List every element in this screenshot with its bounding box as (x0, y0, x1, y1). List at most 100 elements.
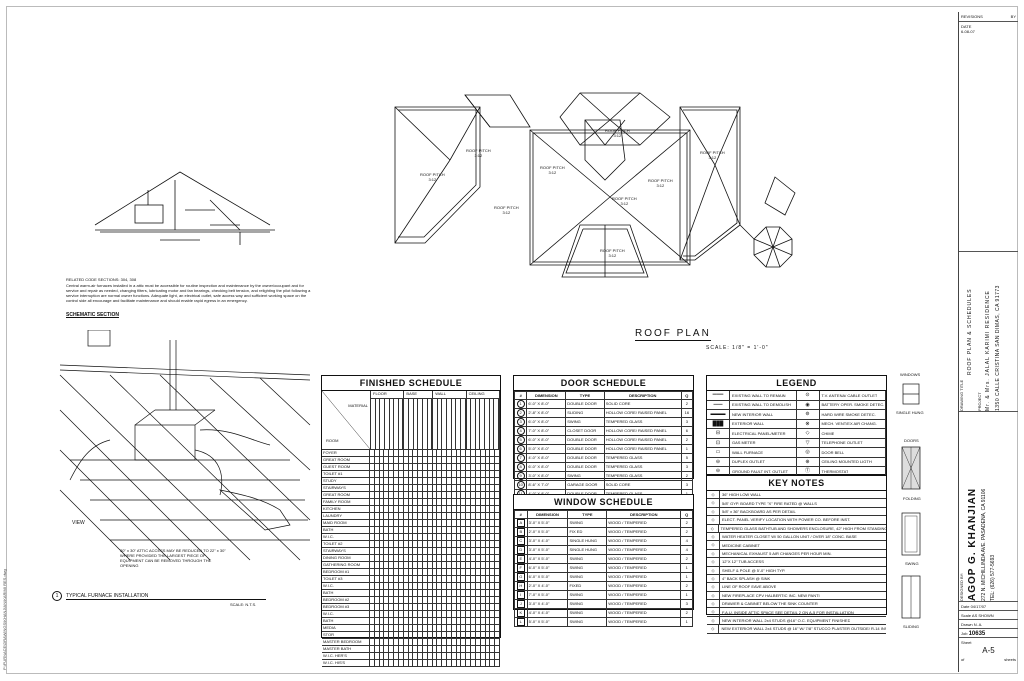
finish-cell (384, 534, 390, 540)
key-note-item: ◇NEW FIREPLACE CPV HALBERTIC INC. NEW PA… (707, 591, 886, 601)
finish-cell (399, 485, 404, 491)
finish-cell (384, 639, 390, 645)
table-cell: HOLLOW CORE/ RAISED PANEL (603, 426, 682, 436)
finish-cell (490, 569, 496, 575)
finish-cell (457, 618, 462, 624)
finish-cell (476, 646, 481, 652)
finish-cell (490, 499, 496, 505)
finish-cell (433, 569, 438, 575)
finish-cell (399, 569, 404, 575)
finish-cell (384, 499, 390, 505)
finish-cell (370, 527, 375, 533)
legend-text: DUPLEX OUTLET (732, 459, 765, 465)
legend-item: ◉BATTERY OPER. SMOKE DETEC. (797, 400, 886, 409)
finish-cell (418, 555, 423, 561)
finish-group-label: BASE (404, 391, 433, 399)
finish-cell (375, 562, 380, 568)
table-cell: 6'-0" X 5'-0" (526, 572, 569, 582)
finish-cell (447, 604, 452, 610)
finish-cell (399, 583, 404, 589)
finish-cell (457, 548, 462, 554)
view-label: VIEW (72, 520, 85, 526)
finish-cell (370, 457, 375, 463)
finish-cell (476, 604, 481, 610)
finish-cell (437, 660, 443, 666)
finish-cell (495, 548, 500, 554)
finish-cell (423, 548, 428, 554)
finish-cell (457, 611, 462, 617)
finish-cell (370, 646, 375, 652)
finish-cell (428, 506, 433, 512)
finish-cell (380, 471, 385, 477)
finish-cell (404, 576, 409, 582)
finish-cell (452, 450, 457, 456)
finish-cell (486, 597, 491, 603)
finish-cell (481, 478, 486, 484)
legend-row: ▭WALL FURNACE◎DOOR BELL (707, 448, 886, 458)
finish-cell (399, 541, 404, 547)
door-mark: 8 (516, 463, 525, 471)
finish-cell (457, 583, 462, 589)
finish-cell (461, 450, 467, 456)
window-schedule-title: WINDOW SCHEDULE (514, 495, 693, 510)
finish-cell (437, 639, 443, 645)
table-cell: DOUBLE DOOR (565, 435, 605, 445)
finish-row: MASTER BEDROOM (322, 639, 500, 646)
finish-cell (389, 639, 395, 645)
finish-column (490, 399, 495, 449)
finish-row: FOYER (322, 450, 500, 457)
legend-text: EXISTING WALL TO DEMOLISH (732, 402, 791, 408)
key-note-text: NEW FIREPLACE CPV HALBERTIC INC. NEW PAN… (722, 592, 820, 598)
table-cell: D (514, 545, 528, 555)
finish-cell (495, 653, 500, 659)
finish-cell (394, 639, 399, 645)
finish-cell (452, 464, 457, 470)
finish-cell (486, 555, 491, 561)
table-header-cell: # (514, 510, 528, 519)
table-cell: 2 (680, 608, 693, 618)
finish-cell (461, 555, 467, 561)
finish-cell (418, 646, 423, 652)
finish-cell (490, 541, 496, 547)
finish-cell (447, 499, 452, 505)
finish-cell (490, 611, 496, 617)
finish-cell (442, 611, 447, 617)
finish-cell (461, 576, 467, 582)
finish-cell (409, 639, 414, 645)
finish-cell (423, 555, 428, 561)
finish-cell (399, 527, 404, 533)
table-header-cell: Q (680, 391, 694, 400)
finish-column (414, 399, 419, 449)
finish-cell (461, 569, 467, 575)
finish-cell (481, 506, 486, 512)
key-note-diamond-icon: ◇ (707, 600, 720, 608)
finish-cell (452, 541, 457, 547)
finish-cell (404, 450, 409, 456)
finish-cell (389, 646, 395, 652)
finish-cell (476, 576, 481, 582)
finish-cell (486, 492, 491, 498)
finish-cell (384, 471, 390, 477)
table-cell: 2 (680, 581, 693, 591)
finish-cell (437, 520, 443, 526)
finish-cell (389, 618, 395, 624)
finish-cell (471, 597, 476, 603)
finish-cell (447, 632, 452, 638)
finish-cell (418, 569, 423, 575)
finish-cell (433, 639, 438, 645)
finish-cell (413, 597, 419, 603)
finish-cell (433, 611, 438, 617)
table-cell: WOOD / TEMPERED (606, 563, 682, 573)
finish-cell (384, 492, 390, 498)
finish-cell (466, 478, 472, 484)
finish-cell (447, 597, 452, 603)
finish-column (480, 399, 486, 449)
finish-cell (394, 457, 399, 463)
finish-cell (466, 604, 472, 610)
finish-cell (452, 485, 457, 491)
finish-cell (423, 653, 428, 659)
legend-text: CEILING MOUNTED LIGTH (821, 459, 872, 465)
finish-cell (461, 604, 467, 610)
